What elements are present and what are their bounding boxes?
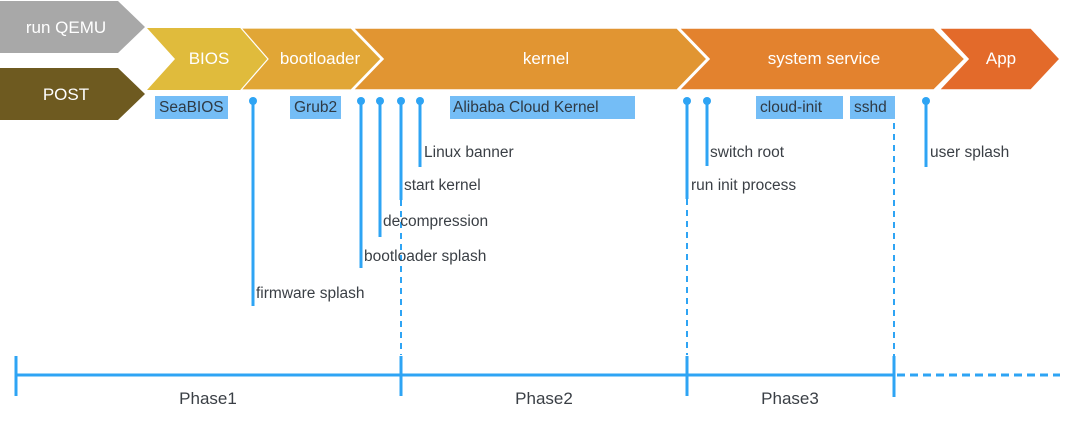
- event-label-start-kernel: start kernel: [404, 177, 481, 194]
- run-qemu-label: run QEMU: [26, 18, 106, 37]
- kernel-label: kernel: [523, 49, 569, 68]
- bios-label: BIOS: [189, 49, 230, 68]
- stage-bios: BIOS: [147, 28, 268, 90]
- pre-stage-post: POST: [0, 68, 145, 120]
- event-label-firmware-splash: firmware splash: [256, 285, 365, 302]
- system-service-arrow: [677, 27, 967, 91]
- stage-bootloader: bootloader: [239, 27, 382, 91]
- marker-switch-root: [703, 97, 711, 166]
- marker-decompression: [376, 97, 384, 237]
- marker-linux-banner: [416, 97, 424, 167]
- event-label-linux-banner: Linux banner: [424, 144, 514, 161]
- bios-arrow: [147, 28, 268, 90]
- event-label-bootloader-splash: bootloader splash: [364, 248, 487, 265]
- phase-label-phase2: Phase2: [515, 389, 573, 408]
- event-label-switch-root: switch root: [710, 144, 785, 161]
- bootloader-label: bootloader: [280, 49, 361, 68]
- stage-system-service: system service: [677, 27, 967, 91]
- event-label-run-init-process: run init process: [691, 177, 797, 194]
- stage-app: App: [937, 27, 1062, 91]
- component-tag-grub2: Grub2: [290, 96, 342, 119]
- post-label: POST: [43, 85, 89, 104]
- marker-run-init-process: [683, 97, 691, 199]
- component-tag-seabios: SeaBIOS: [155, 96, 228, 119]
- event-label-decompression: decompression: [383, 213, 489, 230]
- app-arrow: [937, 27, 1062, 91]
- run-qemu-arrow: [0, 1, 145, 53]
- stage-kernel: kernel: [351, 27, 709, 91]
- phase-label-phase1: Phase1: [179, 389, 237, 408]
- component-tag-alibaba-cloud-kernel: Alibaba Cloud Kernel: [450, 96, 635, 119]
- bootloader-arrow: [239, 27, 382, 91]
- marker-start-kernel: [397, 97, 405, 200]
- marker-user-splash: [922, 97, 930, 167]
- app-label: App: [986, 49, 1016, 68]
- phase-label-phase3: Phase3: [761, 389, 819, 408]
- component-tag-cloud-init: cloud-init: [756, 96, 843, 119]
- kernel-arrow: [351, 27, 709, 91]
- event-label-user-splash: user splash: [930, 144, 1010, 161]
- marker-bootloader-splash: [357, 97, 365, 268]
- system-service-label: system service: [768, 49, 880, 68]
- component-tag-sshd: sshd: [850, 96, 895, 119]
- post-arrow: [0, 68, 145, 120]
- marker-firmware-splash: [249, 97, 257, 306]
- pre-stage-run-qemu: run QEMU: [0, 1, 145, 53]
